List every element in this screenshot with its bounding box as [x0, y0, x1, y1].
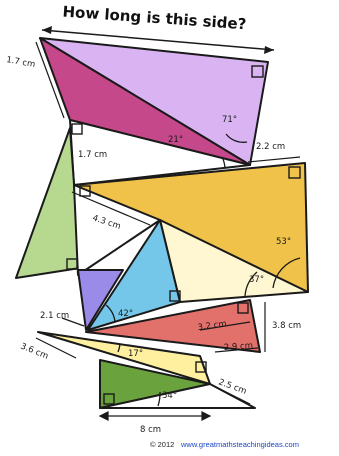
angle-label: 71°	[222, 115, 237, 125]
right-angle-mark	[66, 258, 78, 270]
right-angle-mark	[195, 361, 207, 373]
pale-yellow-triangle	[37, 331, 211, 385]
angle-label: 37°	[249, 275, 264, 285]
sky-triangle	[87, 219, 181, 331]
length-label: 1.7 cm	[78, 150, 107, 160]
angle-arc	[105, 304, 116, 323]
top-measure-arrow	[41, 26, 275, 54]
length-label: 8 cm	[140, 425, 161, 435]
green-triangle	[15, 127, 81, 279]
length-label: 1.7 cm	[5, 55, 35, 70]
measure-arrows	[35, 41, 301, 421]
white-triangle-middle	[73, 184, 161, 276]
title: How long is this side?	[62, 3, 247, 34]
violet-triangle	[77, 269, 124, 331]
angle-arc	[272, 257, 301, 289]
copyright-text: © 2012	[150, 440, 174, 449]
angle-label: 34°	[162, 391, 177, 401]
angle-label: 17°	[128, 349, 143, 359]
angle-label: 21°	[168, 135, 183, 145]
salmon-triangle	[85, 299, 261, 353]
angle-arc	[244, 271, 258, 297]
right-angle-mark	[251, 65, 264, 78]
right-angle-mark	[79, 185, 91, 197]
angle-arc	[225, 133, 248, 143]
website-link[interactable]: www.greatmathsteachingideas.com	[180, 440, 299, 449]
length-label: 2.9 cm	[224, 341, 254, 353]
right-angle-mark	[169, 290, 181, 302]
angle-arc	[221, 156, 226, 169]
length-label: 2.2 cm	[256, 142, 285, 152]
length-label: 3.8 cm	[272, 321, 301, 331]
right-angle-mark	[71, 123, 83, 135]
angle-label: 42°	[118, 309, 133, 319]
angle-arc	[157, 391, 161, 407]
right-angle-mark	[103, 393, 115, 405]
white-triangle-bottom	[99, 383, 256, 409]
length-label: 2.1 cm	[40, 311, 69, 321]
length-label: 3.2 cm	[197, 319, 227, 333]
angle-arc	[117, 343, 121, 353]
right-angle-mark	[237, 302, 249, 314]
length-label: 3.6 cm	[19, 342, 50, 362]
right-angle-mark	[288, 166, 301, 179]
angle-label: 53°	[276, 237, 291, 247]
